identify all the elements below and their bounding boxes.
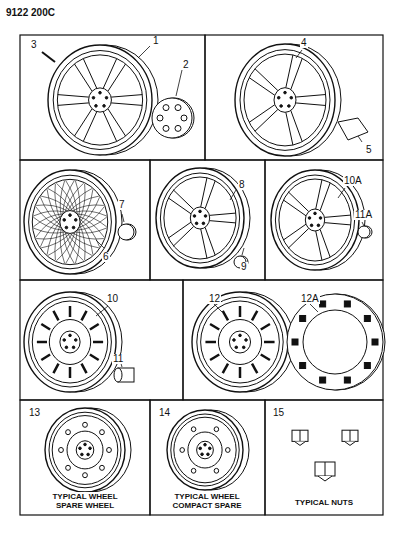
leader-line: [362, 222, 364, 226]
callout-number: 12A: [300, 294, 320, 304]
callout-number: 15: [272, 408, 285, 418]
wheel: [24, 292, 122, 392]
leader-line: [214, 304, 222, 312]
callout-number: 11: [112, 354, 124, 364]
wheel: [271, 170, 365, 270]
leader-line: [230, 190, 236, 200]
callout-number: 9: [240, 262, 248, 272]
leader-line: [138, 46, 150, 58]
callout-number: 10A: [343, 176, 363, 186]
lug-nut: [315, 462, 335, 481]
leader-line: [122, 214, 124, 222]
callout-number: 2: [182, 60, 190, 70]
callout-number: 8: [238, 180, 246, 190]
panel-frame: [20, 400, 150, 515]
panel-caption: TYPICAL WHEEL SPARE WHEEL: [45, 492, 125, 510]
panel-caption: TYPICAL WHEEL COMPACT SPARE: [167, 492, 247, 510]
wheel: [48, 45, 158, 155]
callout-number: 10: [106, 294, 119, 304]
callout-number: 7: [118, 200, 126, 210]
leader-line: [310, 304, 318, 312]
wheel: [156, 168, 250, 268]
center-cap: [152, 98, 194, 138]
panel-frame: [205, 35, 383, 160]
leader-line: [242, 248, 244, 255]
panel-frame: [183, 280, 383, 400]
center-cap: [118, 224, 136, 240]
callout-number: 1: [152, 36, 160, 46]
panel-frame: [265, 160, 383, 280]
panel-frame: [20, 35, 205, 160]
leader-line: [96, 240, 104, 248]
callout-number: 11A: [354, 210, 373, 220]
valve-stem: [42, 52, 55, 62]
callout-number: 14: [158, 408, 171, 418]
panel-frame: [150, 160, 265, 280]
leader-line: [176, 70, 182, 96]
wheel: [235, 44, 341, 156]
callout-number: 13: [28, 408, 41, 418]
leader-line: [296, 50, 302, 58]
panel-frame: [150, 400, 265, 515]
leader-line: [96, 306, 108, 316]
callout-number: 3: [30, 40, 38, 50]
panel-caption: TYPICAL NUTS: [284, 498, 364, 507]
wheel: [167, 410, 249, 490]
lug-nut: [114, 368, 134, 382]
center-cap: [287, 294, 385, 390]
callout-number: 6: [102, 252, 110, 262]
lug-nut: [342, 430, 358, 445]
panel-frame: [20, 160, 150, 280]
panel-frame: [265, 400, 383, 515]
figure-number: 9122 200C: [5, 8, 56, 18]
callout-number: 12: [208, 294, 221, 304]
wheel: [192, 292, 294, 392]
leader-line: [358, 136, 362, 142]
wheel: [24, 170, 122, 274]
leader-line: [338, 188, 345, 198]
panel-frame: [20, 280, 183, 400]
callout-number: 5: [365, 145, 373, 155]
lug-nut: [292, 430, 308, 445]
wheel: [45, 408, 131, 492]
center-cap: [358, 226, 372, 238]
emblem-insert: [338, 118, 368, 140]
callout-number: 4: [300, 38, 308, 48]
